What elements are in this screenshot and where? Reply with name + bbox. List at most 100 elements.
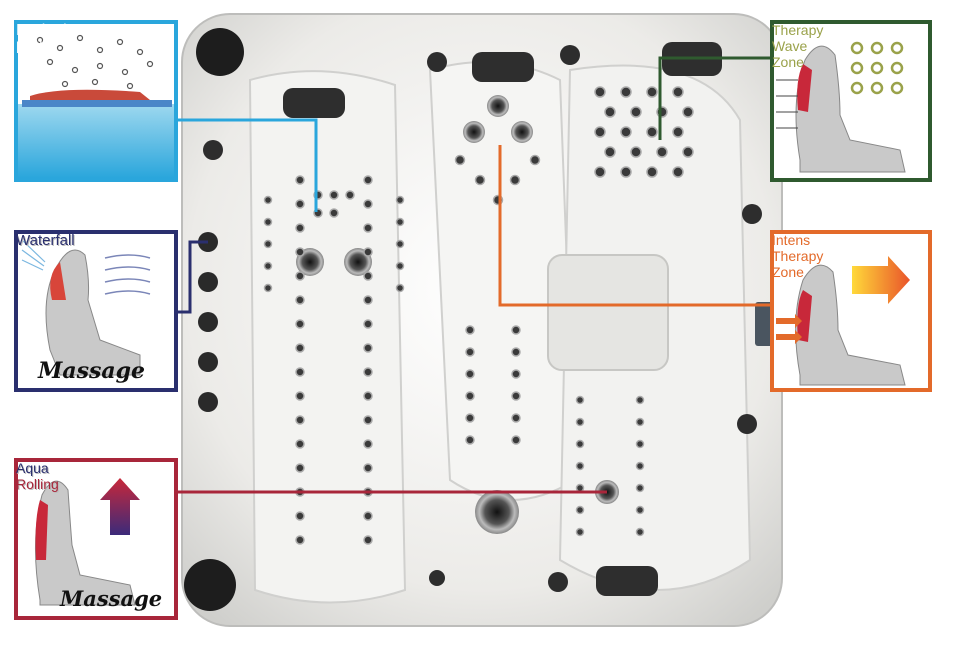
jet <box>295 535 305 545</box>
jet <box>575 439 585 449</box>
water-drops-icon <box>96 62 104 70</box>
jet <box>263 239 273 249</box>
hot-tub-image <box>181 13 783 627</box>
jet <box>363 391 373 401</box>
jet <box>646 126 658 138</box>
jet <box>635 439 645 449</box>
intens-art <box>770 230 932 392</box>
jet <box>363 463 373 473</box>
jet <box>363 535 373 545</box>
jet <box>575 483 585 493</box>
jet <box>575 461 585 471</box>
levitation-callout: Levitation bed <box>16 22 176 180</box>
jet <box>363 415 373 425</box>
jet <box>575 395 585 405</box>
jet <box>620 126 632 138</box>
water-drops-icon <box>96 46 104 54</box>
levitation-leader-line <box>176 118 318 212</box>
jet <box>465 369 475 379</box>
waterfall-callout: Waterfall Massage <box>16 232 176 390</box>
jet <box>465 347 475 357</box>
therapy-wave-leader-line <box>658 56 772 140</box>
jet <box>511 325 521 335</box>
jet <box>295 175 305 185</box>
jet <box>363 511 373 521</box>
jet <box>363 439 373 449</box>
waterfall-art <box>14 230 178 392</box>
arrow-up-icon <box>100 478 140 535</box>
jet <box>646 166 658 178</box>
jet <box>363 199 373 209</box>
water-drops-icon <box>121 68 129 76</box>
jet <box>465 413 475 423</box>
water-drops-icon <box>126 82 134 90</box>
jet <box>363 319 373 329</box>
intens-callout: Intens Therapy Zone <box>772 232 930 390</box>
jet <box>682 146 694 158</box>
jet <box>620 166 632 178</box>
jet <box>509 174 521 186</box>
jet <box>575 527 585 537</box>
jet <box>295 199 305 209</box>
jet <box>465 325 475 335</box>
jet <box>646 86 658 98</box>
jet <box>635 527 645 537</box>
jet <box>465 391 475 401</box>
jet <box>575 417 585 427</box>
jet <box>672 126 684 138</box>
water-drops-icon <box>91 78 99 86</box>
jet <box>465 435 475 445</box>
jet <box>594 166 606 178</box>
jet <box>363 247 373 257</box>
waterfall-leader-line <box>176 240 208 314</box>
jet <box>635 417 645 427</box>
jet <box>345 190 355 200</box>
arrow-right-icon <box>852 256 910 304</box>
intens-label-3: Zone <box>772 264 804 280</box>
jet <box>263 217 273 227</box>
water-drops-icon <box>46 58 54 66</box>
jet <box>295 367 305 377</box>
therapy-wave-label-3: Zone <box>772 54 804 70</box>
jet <box>635 461 645 471</box>
jet <box>295 343 305 353</box>
jet <box>263 283 273 293</box>
water-drops-icon <box>116 38 124 46</box>
jet <box>395 239 405 249</box>
jet <box>635 505 645 515</box>
jet <box>672 86 684 98</box>
jet <box>295 415 305 425</box>
jet <box>295 463 305 473</box>
jet <box>620 86 632 98</box>
jet <box>395 217 405 227</box>
jet <box>672 166 684 178</box>
jet <box>295 319 305 329</box>
jet <box>630 146 642 158</box>
jet-pattern <box>263 86 694 545</box>
aqua-callout: Aqua Rolling Massage <box>16 460 176 618</box>
jet <box>295 247 305 257</box>
jet <box>395 283 405 293</box>
water-drops-icon <box>56 44 64 52</box>
aqua-label-2: Rolling <box>16 476 59 492</box>
jet <box>295 271 305 281</box>
water-drops-icon <box>136 48 144 56</box>
jet <box>635 395 645 405</box>
jet <box>511 435 521 445</box>
water-drops-icon <box>36 36 44 44</box>
jet <box>594 126 606 138</box>
intens-label-1: Intens <box>772 232 811 248</box>
jet <box>474 174 486 186</box>
jet <box>263 261 273 271</box>
water-drops-icon <box>61 80 69 88</box>
intens-label-2: Therapy <box>772 248 824 264</box>
jet <box>511 413 521 423</box>
jet <box>295 391 305 401</box>
waterfall-label-2: Massage <box>38 358 146 384</box>
aqua-label-3: Massage <box>60 586 163 611</box>
jet <box>363 343 373 353</box>
jet <box>363 271 373 281</box>
jet <box>329 208 339 218</box>
jet <box>363 367 373 377</box>
jet <box>363 295 373 305</box>
